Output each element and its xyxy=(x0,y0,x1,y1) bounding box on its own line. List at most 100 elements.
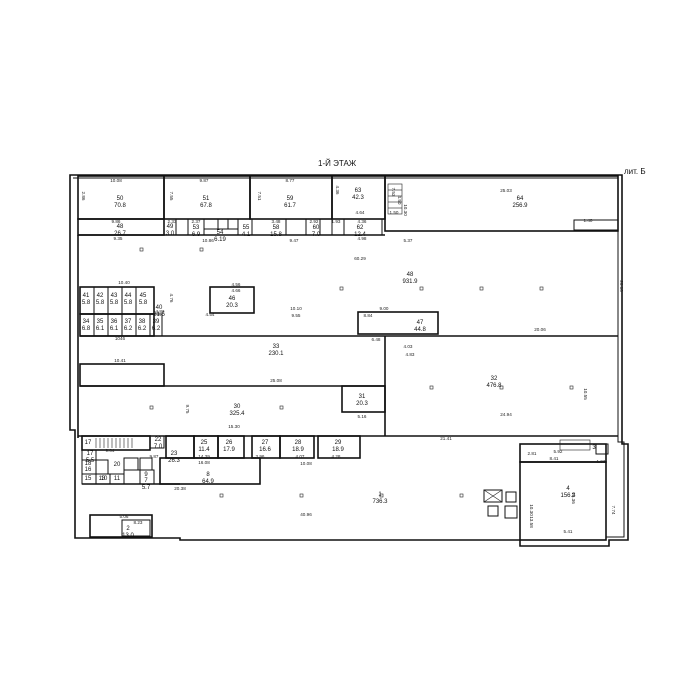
room-area: 64.9 xyxy=(202,479,214,485)
room-number: 43 xyxy=(111,293,118,299)
dimension-label: 16.08 xyxy=(198,460,210,465)
room-number: 36 xyxy=(111,319,118,325)
dimension-label: 60.29 xyxy=(354,256,366,261)
room-number: 17 xyxy=(85,440,92,446)
dimension-label: 8.41 xyxy=(550,456,559,461)
second-row-walls xyxy=(77,218,385,236)
dimension-label: 20.10 xyxy=(619,280,624,292)
room-area: 931.9 xyxy=(402,279,418,285)
room-number: 64 xyxy=(517,196,524,202)
dimension-label: 8.23 xyxy=(134,520,143,525)
room-area: 12.4 xyxy=(354,232,366,238)
room-number: 40 xyxy=(156,305,163,311)
room-area: 6.2 xyxy=(124,326,133,332)
dimension-label: 4.64 xyxy=(356,210,365,215)
dimension-label: 9.04 xyxy=(106,448,115,453)
room-number: 54 xyxy=(217,230,224,236)
dimension-label: 4.03 xyxy=(404,344,413,349)
dimension-label: 5.37 xyxy=(404,238,413,243)
room-area: 4.1 xyxy=(242,232,251,238)
room-number: 20 xyxy=(114,462,121,468)
room-area: 18.9 xyxy=(292,447,304,453)
room-area: 16.6 xyxy=(259,447,271,453)
room-area: 256.9 xyxy=(512,203,528,209)
dimension-label: 4.36 xyxy=(358,219,367,224)
room-number: 26 xyxy=(226,440,233,446)
room-area: 6.2 xyxy=(138,326,147,332)
room-area: 5.8 xyxy=(96,300,105,306)
dimension-label: 4.28 xyxy=(332,454,341,459)
room-number: 62 xyxy=(357,225,364,231)
dimension-label: 16.36 xyxy=(571,492,576,504)
room-number: 25 xyxy=(201,440,208,446)
outer-walls xyxy=(69,174,629,547)
dimension-label: 3.96 xyxy=(256,454,265,459)
lit-label: лит. Б xyxy=(624,167,646,176)
dimension-label: 9.86 xyxy=(112,219,121,224)
dimension-label: 25.08 xyxy=(270,378,282,383)
dimension-label: 10.41 xyxy=(114,358,126,363)
room-area: 6.1 xyxy=(110,326,119,332)
dimension-label: 7.55 xyxy=(169,192,174,201)
dimension-label: 5.41 xyxy=(564,529,573,534)
dimension-label: 4.54 xyxy=(206,312,215,317)
room-area: 42.3 xyxy=(352,195,364,201)
dimension-label: 13.58 xyxy=(529,516,534,528)
room-area: 21.5 xyxy=(153,312,165,318)
dimension-label: 2.86 xyxy=(81,192,86,201)
room-area: 15.8 xyxy=(270,232,282,238)
dimension-label: 9.87 xyxy=(150,454,159,459)
dimension-label: 10.86 xyxy=(202,238,214,243)
room-number: 59 xyxy=(287,196,294,202)
room-area: 6.19 xyxy=(214,237,226,243)
room-area: 325.4 xyxy=(229,411,245,417)
dimension-label: 21.41 xyxy=(440,436,452,441)
room-number: 55 xyxy=(243,225,250,231)
room-area: 736.3 xyxy=(372,499,388,505)
dimension-label: 40.96 xyxy=(300,512,312,517)
dimension-label: 4.83 xyxy=(156,309,165,314)
dimension-label: 5.92 xyxy=(554,449,563,454)
room-number: 4 xyxy=(566,486,570,492)
room-area: 5.5 xyxy=(86,458,95,464)
dimension-label: 4.07 xyxy=(296,454,305,459)
dimension-label: 15.30 xyxy=(228,424,240,429)
room-number: 18 xyxy=(85,461,92,467)
room-area: 5.8 xyxy=(82,300,91,306)
room-area: 5.8 xyxy=(124,300,133,306)
dimension-label: 10.08 xyxy=(300,461,312,466)
room-number: 46 xyxy=(229,296,236,302)
room-area: 230.1 xyxy=(268,351,284,357)
room-number: 10 xyxy=(101,476,108,482)
middle-walls xyxy=(78,336,618,437)
room-number: 48 xyxy=(407,272,414,278)
room-number: 34 xyxy=(83,319,90,325)
dimension-label: 3.48 xyxy=(272,219,281,224)
room-area: 476.8 xyxy=(486,383,502,389)
room-number: 9 xyxy=(144,472,148,478)
dimension-label: 8.84 xyxy=(364,313,373,318)
room-number: 3 xyxy=(592,445,596,451)
room-area: 3.0 xyxy=(166,231,175,237)
dimension-label: 7.74 xyxy=(611,506,616,515)
dimension-label: 4.50 xyxy=(397,196,402,205)
room-number: 39 xyxy=(153,319,160,325)
room-area: 61.7 xyxy=(284,203,296,209)
dimension-label: 10.08 xyxy=(110,178,122,183)
dimension-label: 4.66 xyxy=(232,288,241,293)
dimension-label: 9.75 xyxy=(185,405,190,414)
room-number: 44 xyxy=(125,293,132,299)
dimension-label: 4.56 xyxy=(232,282,241,287)
hall-walls xyxy=(77,235,618,438)
dimension-label: 2.33 xyxy=(168,219,177,224)
room-number: 45 xyxy=(140,293,147,299)
room-number: 47 xyxy=(417,320,424,326)
lower-walls xyxy=(81,435,609,541)
room-number: 7 xyxy=(144,478,148,484)
room-number: 35 xyxy=(97,319,104,325)
dimension-label: 9.35 xyxy=(114,236,123,241)
room-area: 67.8 xyxy=(200,203,212,209)
room-number: 11 xyxy=(114,476,121,482)
dimension-label: 9.00 xyxy=(380,306,389,311)
